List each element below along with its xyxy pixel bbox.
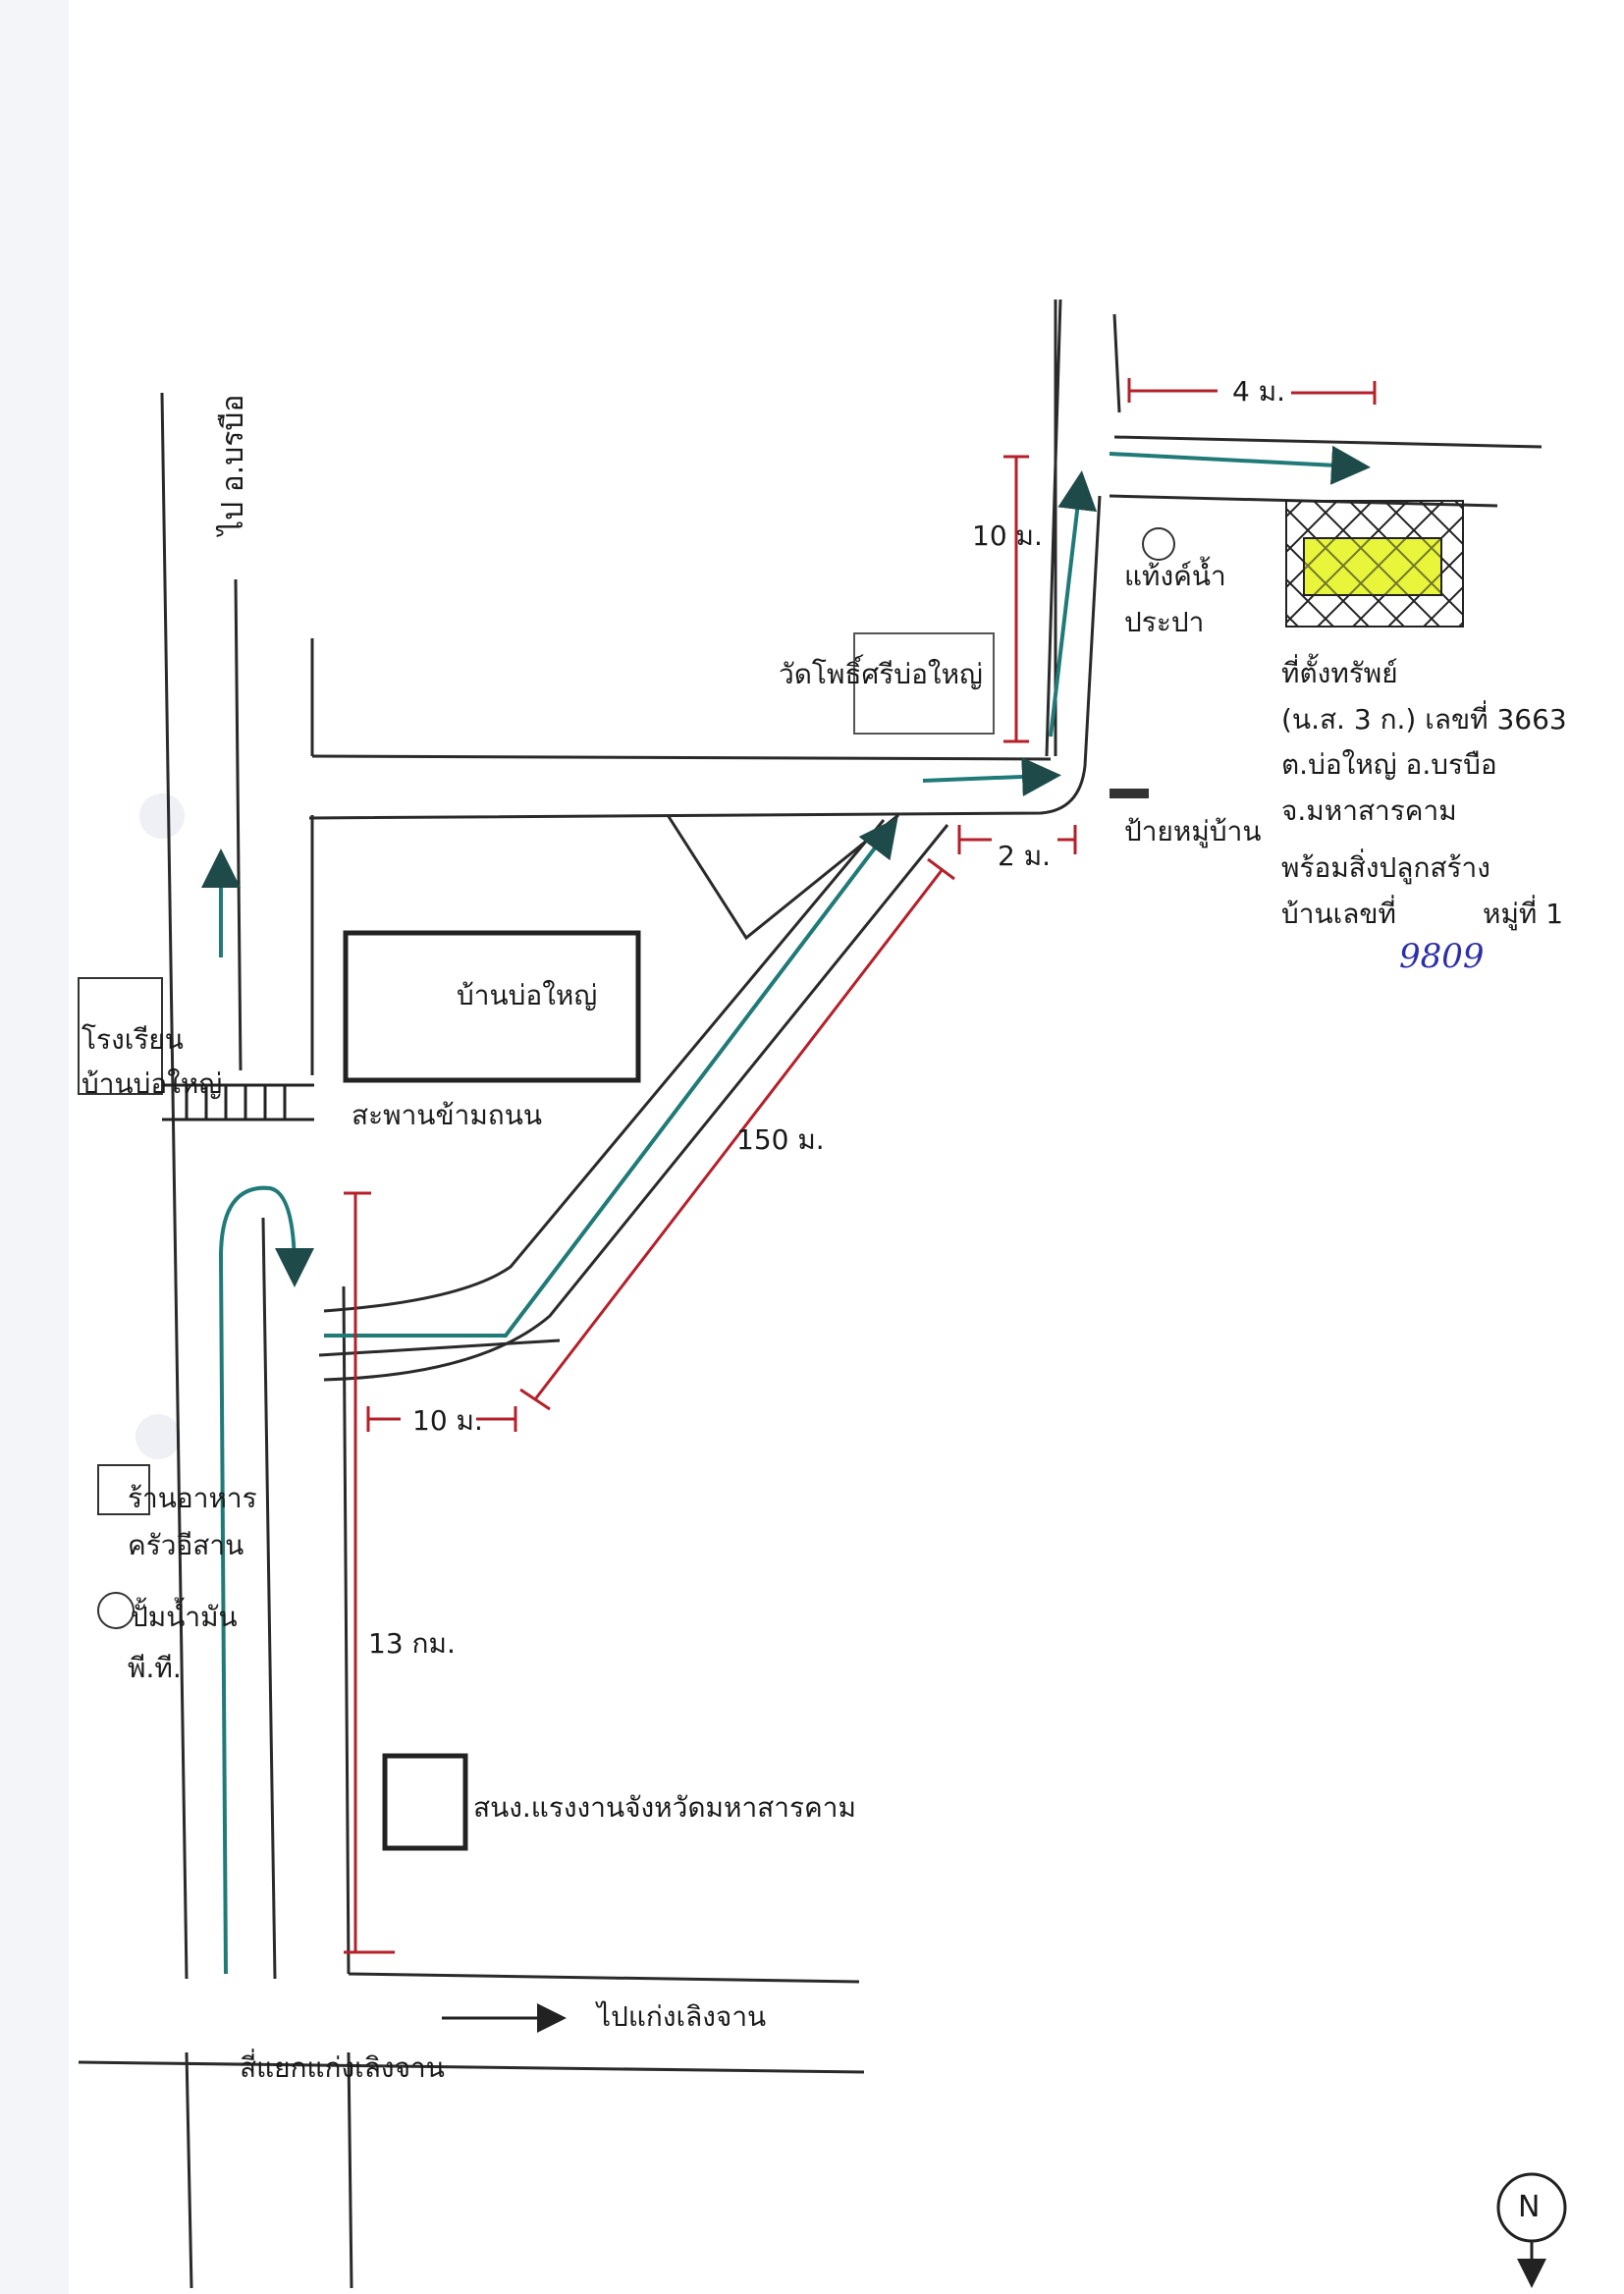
restaurant-label-1: ร้านอาหาร bbox=[128, 1482, 257, 1514]
property-house-no-label: บ้านเลขที่ bbox=[1281, 898, 1396, 930]
water-tank-label-2: ประปา bbox=[1124, 606, 1205, 638]
bridge-icon bbox=[162, 1083, 314, 1121]
distance-10m-top: 10 ม. bbox=[972, 519, 1043, 552]
north-label: N bbox=[1518, 2190, 1541, 2224]
property-title: ที่ตั้งทรัพย์ bbox=[1281, 657, 1398, 689]
temple-box bbox=[853, 632, 995, 735]
property-building: พร้อมสิ่งปลูกสร้าง bbox=[1281, 851, 1490, 884]
distance-2m: 2 ม. bbox=[998, 840, 1052, 872]
village-box bbox=[343, 930, 641, 1083]
labor-office-box bbox=[382, 1753, 468, 1851]
diagonal-road bbox=[318, 813, 949, 1382]
restaurant-box bbox=[97, 1464, 150, 1515]
to-kaeng-label: ไปแก่งเลิงจาน bbox=[597, 2000, 767, 2033]
distance-10m-bottom: 10 ม. bbox=[412, 1404, 483, 1437]
binder-hole-bottom bbox=[135, 1414, 181, 1459]
gas-station-label-1: ปั้มน้ำมัน bbox=[131, 1601, 238, 1633]
binder-hole-top bbox=[139, 793, 185, 839]
water-tank-label-1: แท้งค์น้ำ bbox=[1124, 560, 1226, 592]
distance-4m: 4 ม. bbox=[1232, 375, 1286, 408]
village-label: บ้านบ่อใหญ่ bbox=[457, 979, 598, 1011]
property-house-number: 9809 bbox=[1399, 937, 1485, 976]
labor-office-label: สนง.แรงงานจังหวัดมหาสารคาม bbox=[473, 1791, 856, 1824]
village-sign-icon bbox=[1110, 789, 1149, 798]
map-paper bbox=[69, 0, 1624, 2294]
bottom-roads bbox=[78, 1972, 865, 2289]
property-moo-label: หมู่ที่ 1 bbox=[1483, 898, 1564, 930]
school-label-2: บ้านบ่อใหญ่ bbox=[81, 1067, 223, 1100]
measure-lines bbox=[344, 378, 1377, 1954]
intersection-label: สี่แยกแก่งเลิงจาน bbox=[240, 2051, 445, 2084]
bridge-label: สะพานข้ามถนน bbox=[352, 1099, 543, 1131]
property-province: จ.มหาสารคาม bbox=[1281, 794, 1457, 827]
village-sign-label: ป้ายหมู่บ้าน bbox=[1124, 815, 1262, 847]
property-deed: (น.ส. 3 ก.) เลขที่ 3663 bbox=[1281, 703, 1567, 736]
gas-station-label-2: พี.ที. bbox=[128, 1652, 182, 1684]
temple-label: วัดโพธิ์ศรีบ่อใหญ่ bbox=[779, 658, 983, 690]
north-arrow bbox=[1496, 2172, 1567, 2288]
to-borabue-label: ไป อ.บรบือ bbox=[216, 394, 250, 535]
route-path bbox=[201, 445, 1371, 1975]
school-box bbox=[78, 977, 163, 1095]
school-label-1: โรงเรียน bbox=[81, 1023, 184, 1056]
property-subdistrict: ต.บ่อใหญ่ อ.บรบือ bbox=[1281, 748, 1497, 781]
main-highway bbox=[160, 392, 351, 1980]
restaurant-label-2: ครัวอีสาน bbox=[128, 1529, 244, 1561]
water-tank-icon bbox=[1142, 527, 1175, 561]
distance-13km: 13 กม. bbox=[368, 1627, 456, 1660]
distance-150m: 150 ม. bbox=[736, 1123, 825, 1156]
gas-station-icon bbox=[97, 1592, 135, 1629]
